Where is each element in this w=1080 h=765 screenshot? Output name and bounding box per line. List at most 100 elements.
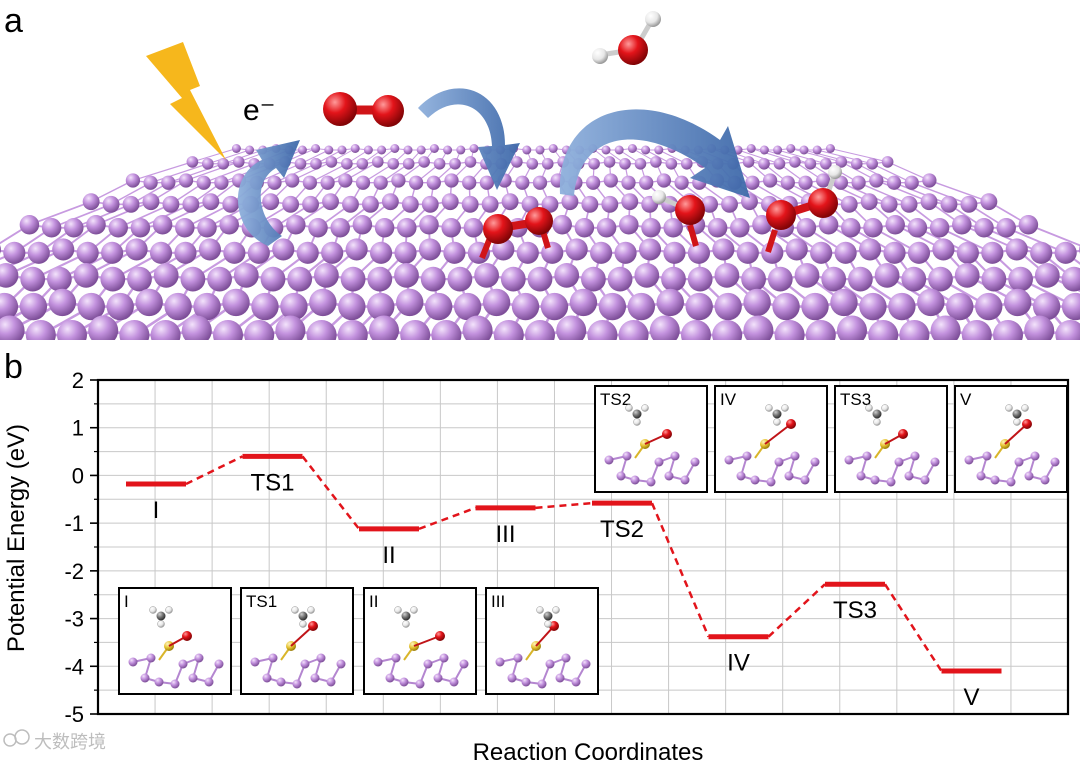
surface-atom [810,241,833,264]
surface-atom [149,241,173,264]
surface-atom [232,156,245,168]
surface-atom [0,244,1,254]
lattice-bond [893,182,950,205]
inset-frame [363,587,477,695]
surface-atom [654,145,664,155]
surface-atom [64,218,84,238]
watermark: 大数跨境 [3,729,106,752]
surface-atom [759,145,769,155]
surface-atom [396,288,424,317]
surface-atom [127,266,152,292]
surface-atom [272,238,295,261]
lattice-bond [192,148,237,163]
surface-atom [526,157,539,170]
surface-atom [394,241,417,264]
surface-atom [297,145,307,155]
inset-surface-atom [1024,471,1034,481]
surface-atom [863,218,883,238]
inset-carbon-atom [543,611,553,621]
inset-surface-atom [920,475,930,485]
surface-atom [474,262,499,288]
surface-atom [701,195,719,213]
surface-atom [848,266,873,292]
surface-atom [202,193,220,211]
surface-atom [712,320,743,340]
lattice-bond [929,179,990,203]
inset-surface-atom [373,657,383,667]
watermark-icon [3,733,17,747]
inset-surface-atom [1014,457,1024,467]
surface-atom [449,157,461,170]
inset-surface-atom [654,457,664,467]
surface-atom [540,292,569,321]
surface-atom [714,262,740,288]
surface-atom [556,315,587,340]
inset-surface-atom [391,653,401,663]
surface-atom [881,156,894,168]
surface-atom [296,241,319,264]
inset-hydrogen-atom [394,606,402,614]
surface-atom [816,173,831,188]
surface-atom [47,266,72,292]
surface-atom [162,195,180,213]
lattice-bond [274,163,317,184]
surface-atom [932,238,955,261]
surface-atom [794,262,820,288]
inset-label: TS3 [840,390,871,409]
surface-atom [525,320,555,340]
state-label: TS2 [600,516,644,543]
adsorbed-oxygen-atom [675,195,705,225]
surface-atom [433,157,446,170]
inset-surface-atom [1030,451,1040,461]
surface-atom [19,215,40,235]
inset-surface-atom [170,679,180,689]
adsorbate-bond [687,224,699,247]
surface-atom [993,320,1023,340]
y-tick-label: -3 [64,607,84,632]
inset-surface-atom [545,659,555,669]
lattice-bond [790,148,842,163]
surface-atom [975,292,1003,321]
inset-surface-atom [910,451,920,461]
inset-surface-atom [646,477,656,487]
surface-atom [481,195,499,213]
surface-atom [714,292,742,321]
surface-atom [463,218,484,238]
surface-atom [656,288,684,317]
surface-atom [101,241,124,264]
surface-atom [143,175,158,190]
surface-atom [371,156,384,168]
y-tick-label: 2 [72,368,84,393]
surface-atom [441,218,461,238]
inset-hydrogen-atom [299,620,307,628]
surface-atom [804,157,817,170]
lattice-bond [871,163,912,184]
lattice-bond [29,200,92,226]
inset-surface-atom [276,677,286,687]
surface-atom [377,145,387,155]
inset-label: I [124,592,129,611]
inset-surface-atom [886,477,896,487]
inset-hydrogen-atom [1021,404,1029,412]
surface-atom [851,175,866,190]
lattice-bond [764,149,811,165]
inset-surface-atom [604,455,614,465]
inset-oxygen-atom [662,429,672,439]
lattice-bond [207,149,250,165]
surface-atom [25,320,56,340]
surface-atom [634,157,647,170]
panel-letter-b: b [4,348,23,386]
surface-atom [419,215,439,235]
surface-atom [773,157,786,170]
surface-atom [954,262,980,288]
surface-atom [981,241,1004,264]
surface-atom [245,145,255,155]
surface-atom [561,193,579,211]
inset-surface-atom [1006,477,1016,487]
surface-atom [320,175,335,190]
surface-atom [247,241,270,264]
surface-atom [493,320,524,340]
surface-atom [952,215,972,235]
surface-atom [736,241,759,264]
surface-atom [866,157,878,170]
